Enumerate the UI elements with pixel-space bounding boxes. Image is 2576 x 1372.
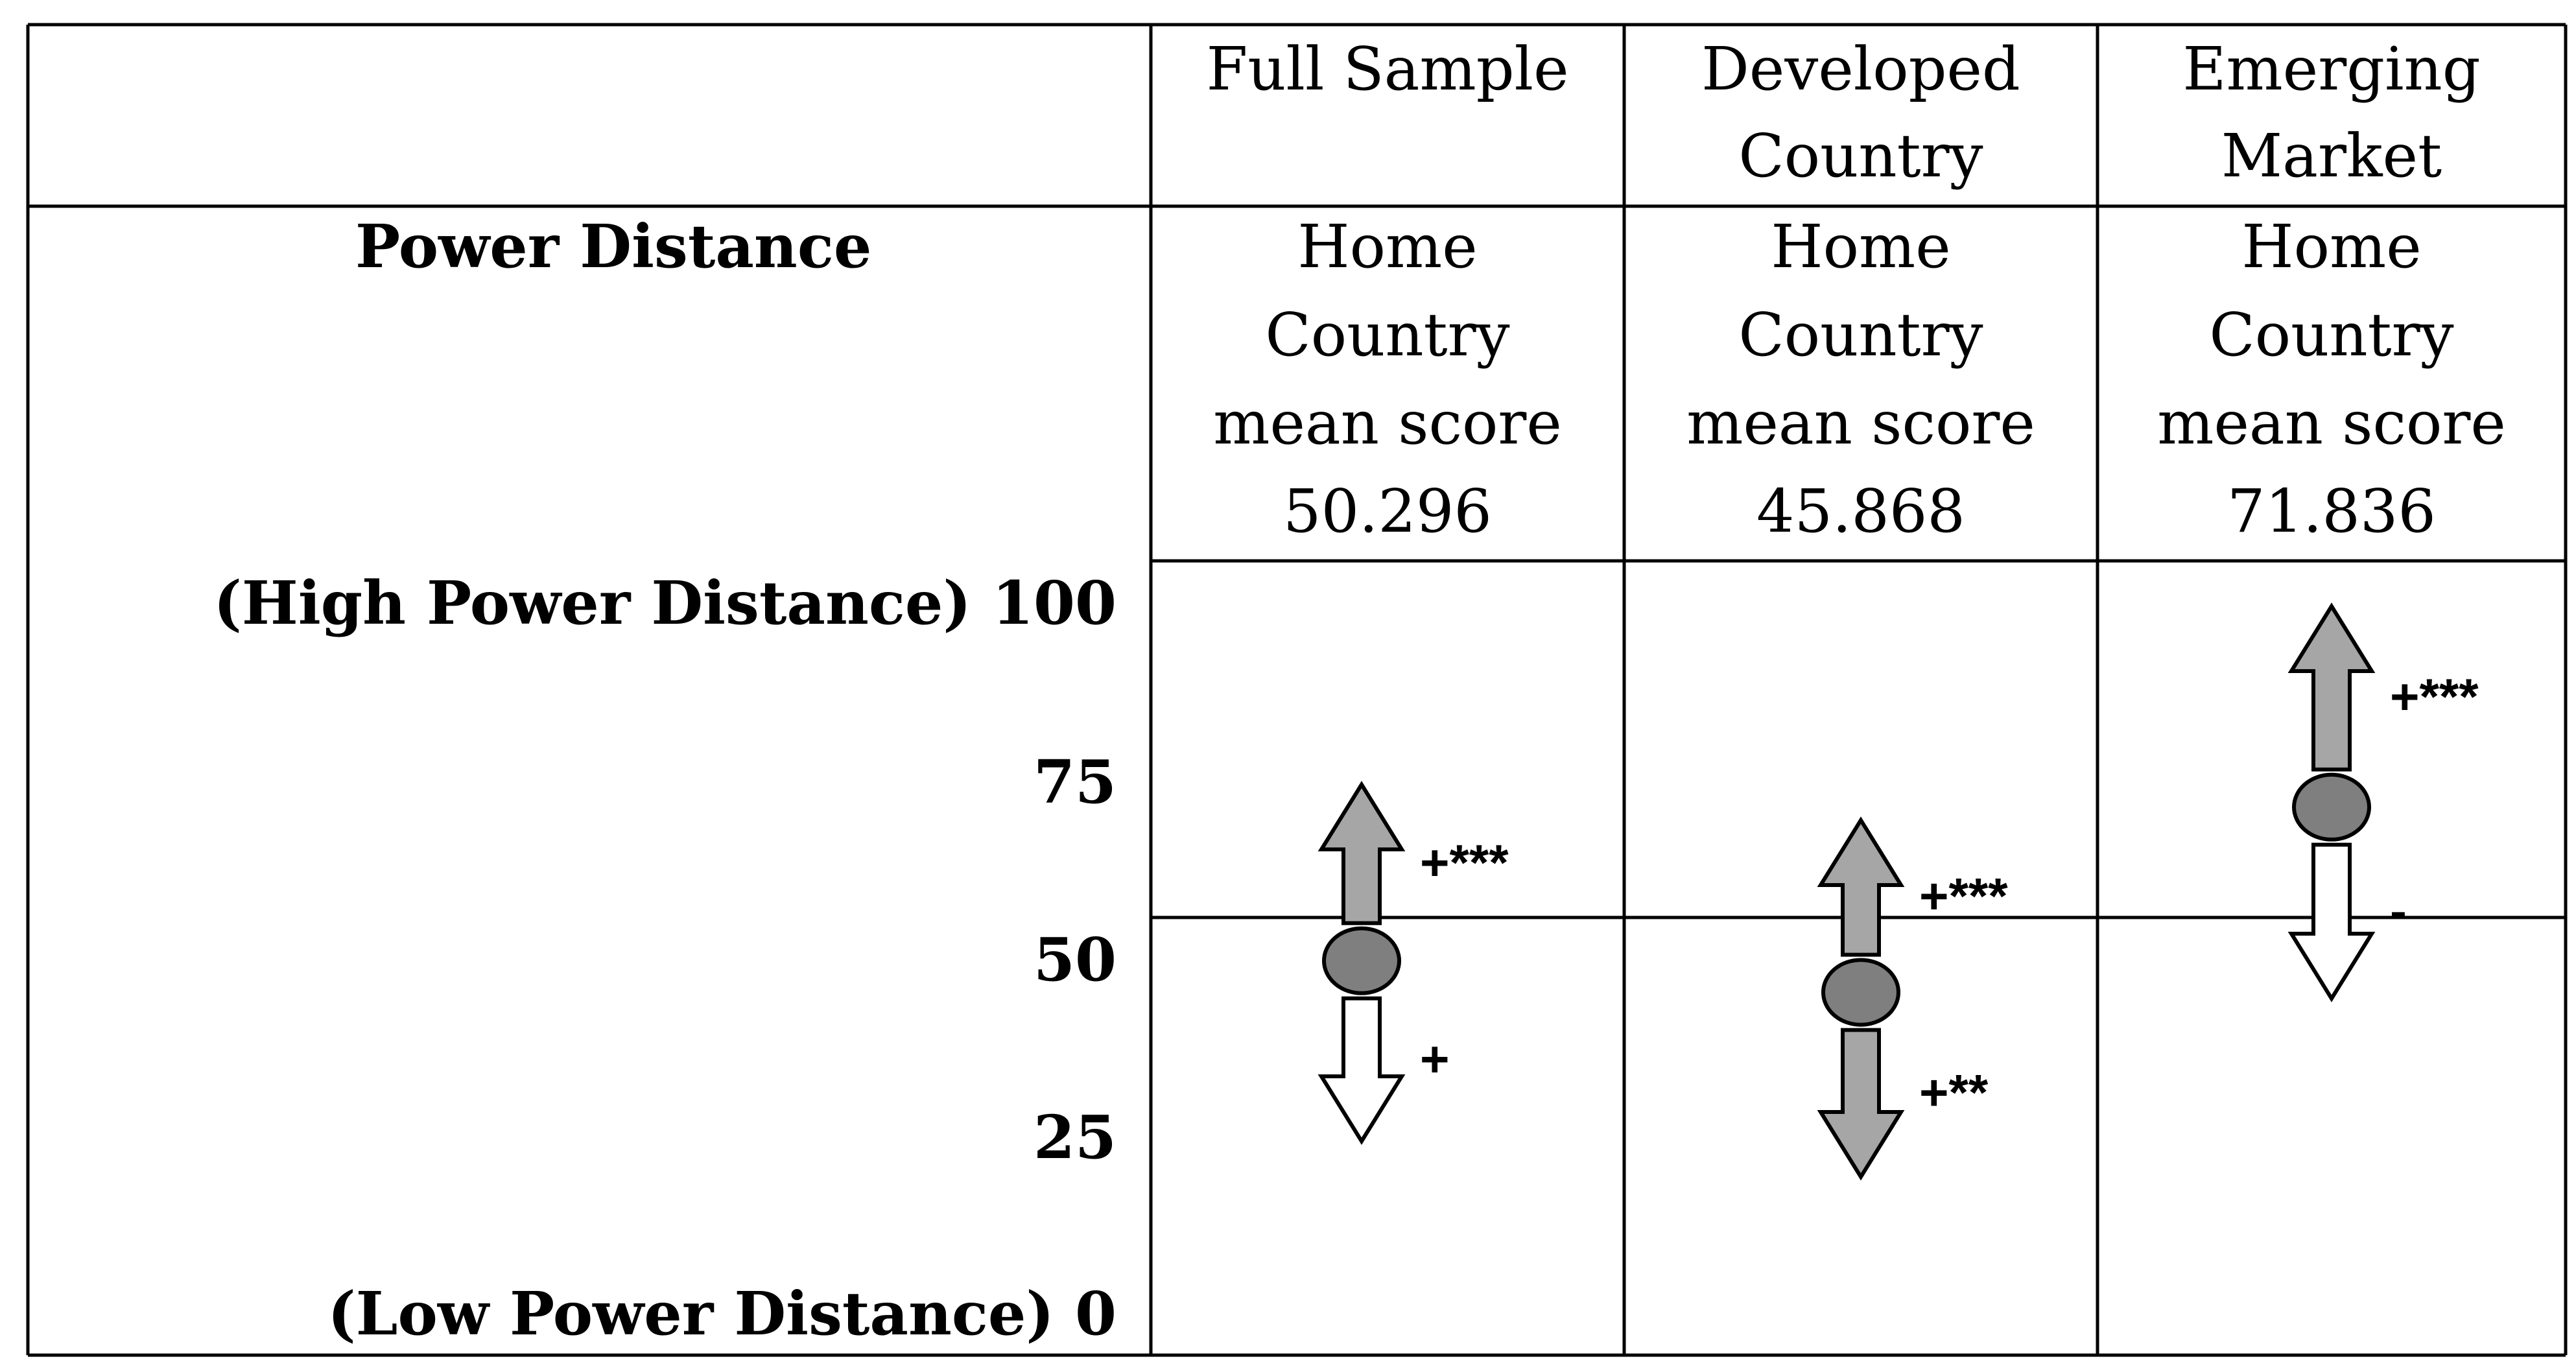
full-sample-mean-line2: Country: [1265, 300, 1509, 370]
mean-dot-developed-country: [1821, 958, 1900, 1027]
full-sample-mean-value: 50.296: [1283, 477, 1492, 546]
scale-label-50: 50: [1034, 925, 1117, 995]
down-significance-full-sample: +: [1420, 1030, 1450, 1087]
full-sample-mean-line1: Home: [1297, 212, 1477, 281]
scale-labels: (High Power Distance) 100 75 50 25 (Low …: [213, 568, 1117, 1349]
down-arrow-full-sample: [1318, 996, 1406, 1145]
emerging-mean-line3: mean score: [2157, 388, 2506, 458]
header-emerging-line2: Market: [2221, 121, 2442, 191]
emerging-mean-value: 71.836: [2227, 477, 2436, 546]
up-arrow-full-sample: [1318, 781, 1406, 925]
header-emerging-line1: Emerging: [2182, 34, 2480, 104]
markers-layer: +*** + +*** +** +*** -: [1318, 602, 2479, 1181]
scale-label-100: (High Power Distance) 100: [213, 568, 1117, 638]
header-developed-line1: Developed: [1701, 34, 2020, 104]
emerging-mean-line1: Home: [2241, 212, 2421, 281]
marker-developed-country: +*** +**: [1817, 816, 2008, 1181]
row-label-power-distance: Power Distance: [355, 211, 871, 281]
mean-score-row: Home Country mean score 50.296 Home Coun…: [1213, 212, 2506, 546]
mean-dot-full-sample: [1322, 926, 1401, 995]
developed-mean-line3: mean score: [1686, 388, 2035, 458]
down-arrow-developed-country: [1817, 1028, 1905, 1181]
developed-mean-value: 45.868: [1756, 477, 1965, 546]
developed-mean-line2: Country: [1738, 300, 1983, 370]
table-grid: [26, 23, 2568, 1357]
scale-label-0: (Low Power Distance) 0: [327, 1279, 1117, 1349]
full-sample-mean-line3: mean score: [1213, 388, 1562, 458]
mean-dot-emerging-market: [2292, 772, 2371, 842]
marker-emerging-market: +*** -: [2287, 602, 2479, 1002]
developed-mean-line1: Home: [1771, 212, 1950, 281]
down-arrow-emerging-market: [2287, 842, 2376, 1002]
scale-label-75: 75: [1034, 747, 1117, 817]
header-developed-line2: Country: [1738, 121, 1983, 191]
up-significance-emerging-market: +***: [2390, 668, 2479, 725]
header-full-sample: Full Sample: [1206, 34, 1568, 104]
scale-label-25: 25: [1034, 1102, 1117, 1172]
up-significance-full-sample: +***: [1420, 834, 1509, 891]
marker-full-sample: +*** +: [1318, 781, 1509, 1145]
up-arrow-emerging-market: [2287, 602, 2376, 772]
header-row: Full Sample Developed Country Emerging M…: [1206, 34, 2480, 191]
emerging-mean-line2: Country: [2209, 300, 2453, 370]
down-significance-emerging-market: -: [2390, 882, 2407, 939]
up-significance-developed-country: +***: [1919, 868, 2008, 925]
up-arrow-developed-country: [1817, 816, 1905, 957]
down-significance-developed-country: +**: [1919, 1064, 1989, 1121]
